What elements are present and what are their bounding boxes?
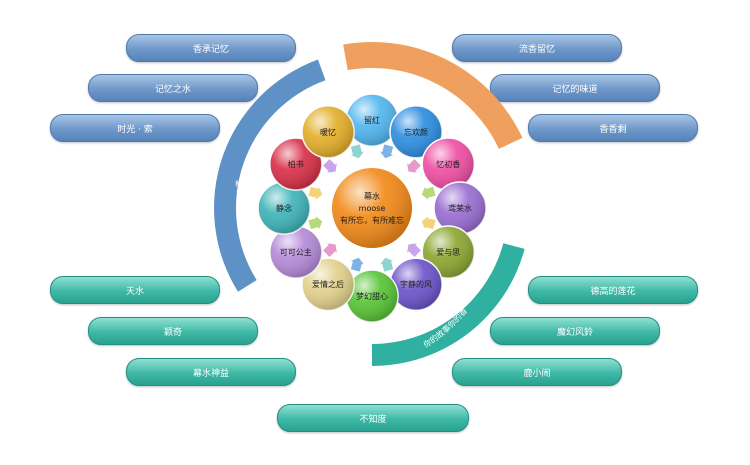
arrow-icon (321, 242, 338, 259)
band-bottom (372, 243, 525, 366)
pill-right-1: 流香留忆 (452, 34, 622, 62)
ball-label: 可可公主 (280, 247, 312, 257)
ball-label: 爱情之后 (312, 279, 344, 289)
pill-left-4-label: 天水 (125, 286, 144, 297)
ball-label: 鸢莱水 (448, 203, 472, 213)
pill-right-5-label: 魔幻风鈴 (556, 327, 593, 338)
ball: 梦幻甜心 (345, 269, 399, 323)
band-label-left-path: 记忆的韵满 (234, 179, 251, 220)
pill-left-4: 天水 (50, 276, 220, 304)
pill-right-5: 魔幻风鈴 (490, 317, 660, 345)
pill-right-4-label: 德高的莲花 (590, 286, 636, 297)
ball: 爱与思 (421, 225, 475, 279)
ball-label: 梦幻甜心 (356, 291, 388, 301)
ball-label: 忘欢颜 (404, 127, 428, 137)
arrow-icon (307, 213, 324, 232)
ball: 柏书 (269, 137, 323, 191)
pill-left-5: 颖奇 (88, 317, 258, 345)
arrow-icon (321, 157, 338, 174)
band-top (343, 42, 523, 149)
ball: 留红 (345, 93, 399, 147)
bands (214, 42, 525, 366)
pill-right-3-label: 香香剩 (599, 124, 627, 135)
center-line-1: 幕水 (364, 191, 380, 201)
arrow-icon (348, 256, 367, 273)
arrow-icon (348, 143, 367, 160)
arrow-icon (406, 242, 423, 259)
ball-label: 柏书 (288, 159, 304, 169)
pill-left-5-label: 颖奇 (163, 327, 182, 338)
band-left (214, 59, 326, 292)
center-ball-shine (332, 168, 412, 248)
arrow-icon (406, 157, 423, 174)
arrow-icon (420, 213, 437, 232)
arrow-icon (307, 184, 324, 203)
pill-left-3: 时光 · 索 (50, 114, 220, 142)
center-ball: 幕水 moose 有所忘，有所难忘 (332, 168, 412, 248)
pill-right-2-label: 记忆的味道 (552, 84, 598, 95)
pill-right-2: 记忆的味道 (490, 74, 660, 102)
arrow-icon (377, 256, 396, 273)
pill-left-2-label: 记忆之水 (154, 84, 191, 95)
pill-bottom: 不知度 (277, 404, 469, 432)
pill-left-2: 记忆之水 (88, 74, 258, 102)
ball-label: 宇静的风 (400, 279, 432, 289)
pill-right-6-label: 鹿小闹 (523, 368, 551, 379)
ball: 爱情之后 (301, 257, 355, 311)
center-line-2: moose (359, 204, 386, 213)
band-label-left: 记忆的韵满 (234, 179, 251, 220)
arrows (307, 143, 437, 273)
ball: 忘欢颜 (389, 105, 443, 159)
pill-left-6-label: 幕水神益 (192, 368, 229, 379)
pill-right-6: 鹿小闹 (452, 358, 622, 386)
ball-label: 忆初香 (436, 159, 460, 169)
pill-right-1-label: 流香留忆 (518, 44, 555, 55)
ball: 宇静的风 (389, 257, 443, 311)
ball-label: 留红 (364, 115, 380, 125)
pill-left-3-label: 时光 · 索 (117, 124, 153, 135)
ball-label: 爱与思 (436, 248, 460, 257)
pill-left-1: 香承记忆 (126, 34, 296, 62)
center-line-3: 有所忘，有所难忘 (340, 215, 404, 225)
ball: 忆初香 (421, 137, 475, 191)
ball-label: 暖忆 (320, 127, 336, 137)
pill-left-6: 幕水神益 (126, 358, 296, 386)
ball: 暖忆 (301, 105, 355, 159)
arrow-icon (377, 143, 396, 160)
pill-right-4: 德高的莲花 (528, 276, 698, 304)
pill-bottom-label: 不知度 (359, 414, 387, 425)
pill-right-3: 香香剩 (528, 114, 698, 142)
ball: 鸢莱水 (433, 181, 487, 235)
pill-left-1-label: 香承记忆 (192, 44, 229, 55)
ball-label: 静念 (276, 203, 292, 213)
ball: 静念 (257, 181, 311, 235)
arrow-icon (420, 184, 437, 203)
